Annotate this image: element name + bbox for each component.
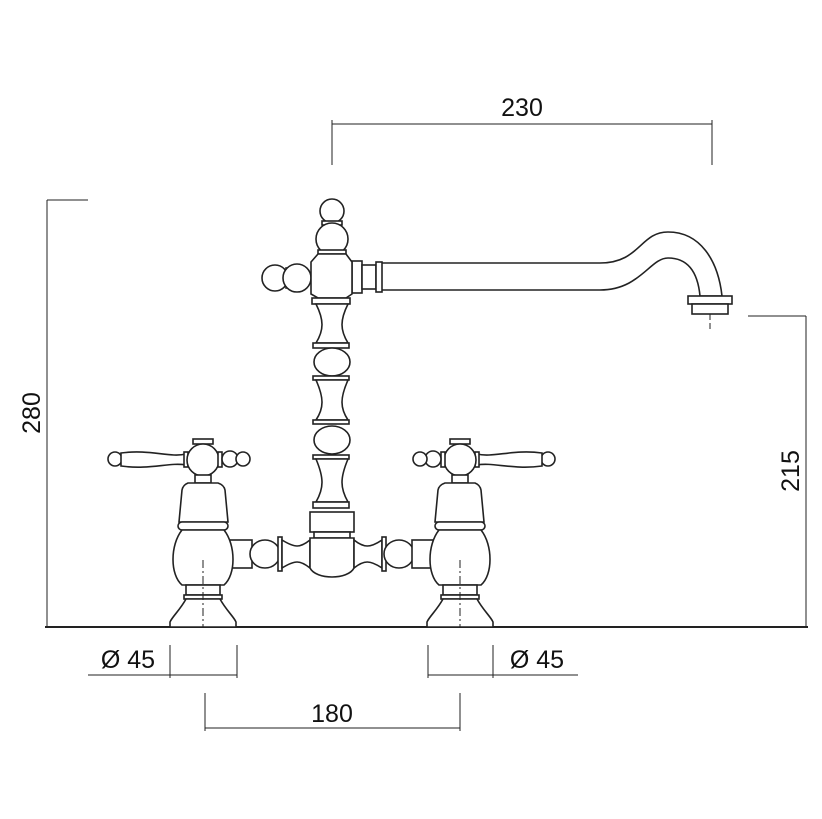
dimension-280: 280	[18, 199, 88, 627]
dimension-right-diameter: Ø 45	[427, 645, 578, 678]
dimension-label-215: 215	[777, 450, 805, 492]
central-column	[261, 198, 355, 539]
dimension-215: 215	[748, 315, 807, 627]
dimension-230: 230	[331, 94, 713, 165]
right-valve	[412, 438, 556, 628]
dimension-label-right-diameter: Ø 45	[510, 646, 564, 674]
dimension-label-left-diameter: Ø 45	[101, 646, 155, 674]
dimension-label-280: 280	[18, 392, 46, 434]
bridge	[227, 536, 437, 578]
dimension-180: 180	[204, 693, 461, 731]
dimension-left-diameter: Ø 45	[88, 645, 238, 678]
left-valve	[107, 438, 251, 628]
spout	[351, 231, 733, 330]
dimension-label-180: 180	[311, 700, 353, 728]
dimension-label-230: 230	[501, 94, 543, 122]
